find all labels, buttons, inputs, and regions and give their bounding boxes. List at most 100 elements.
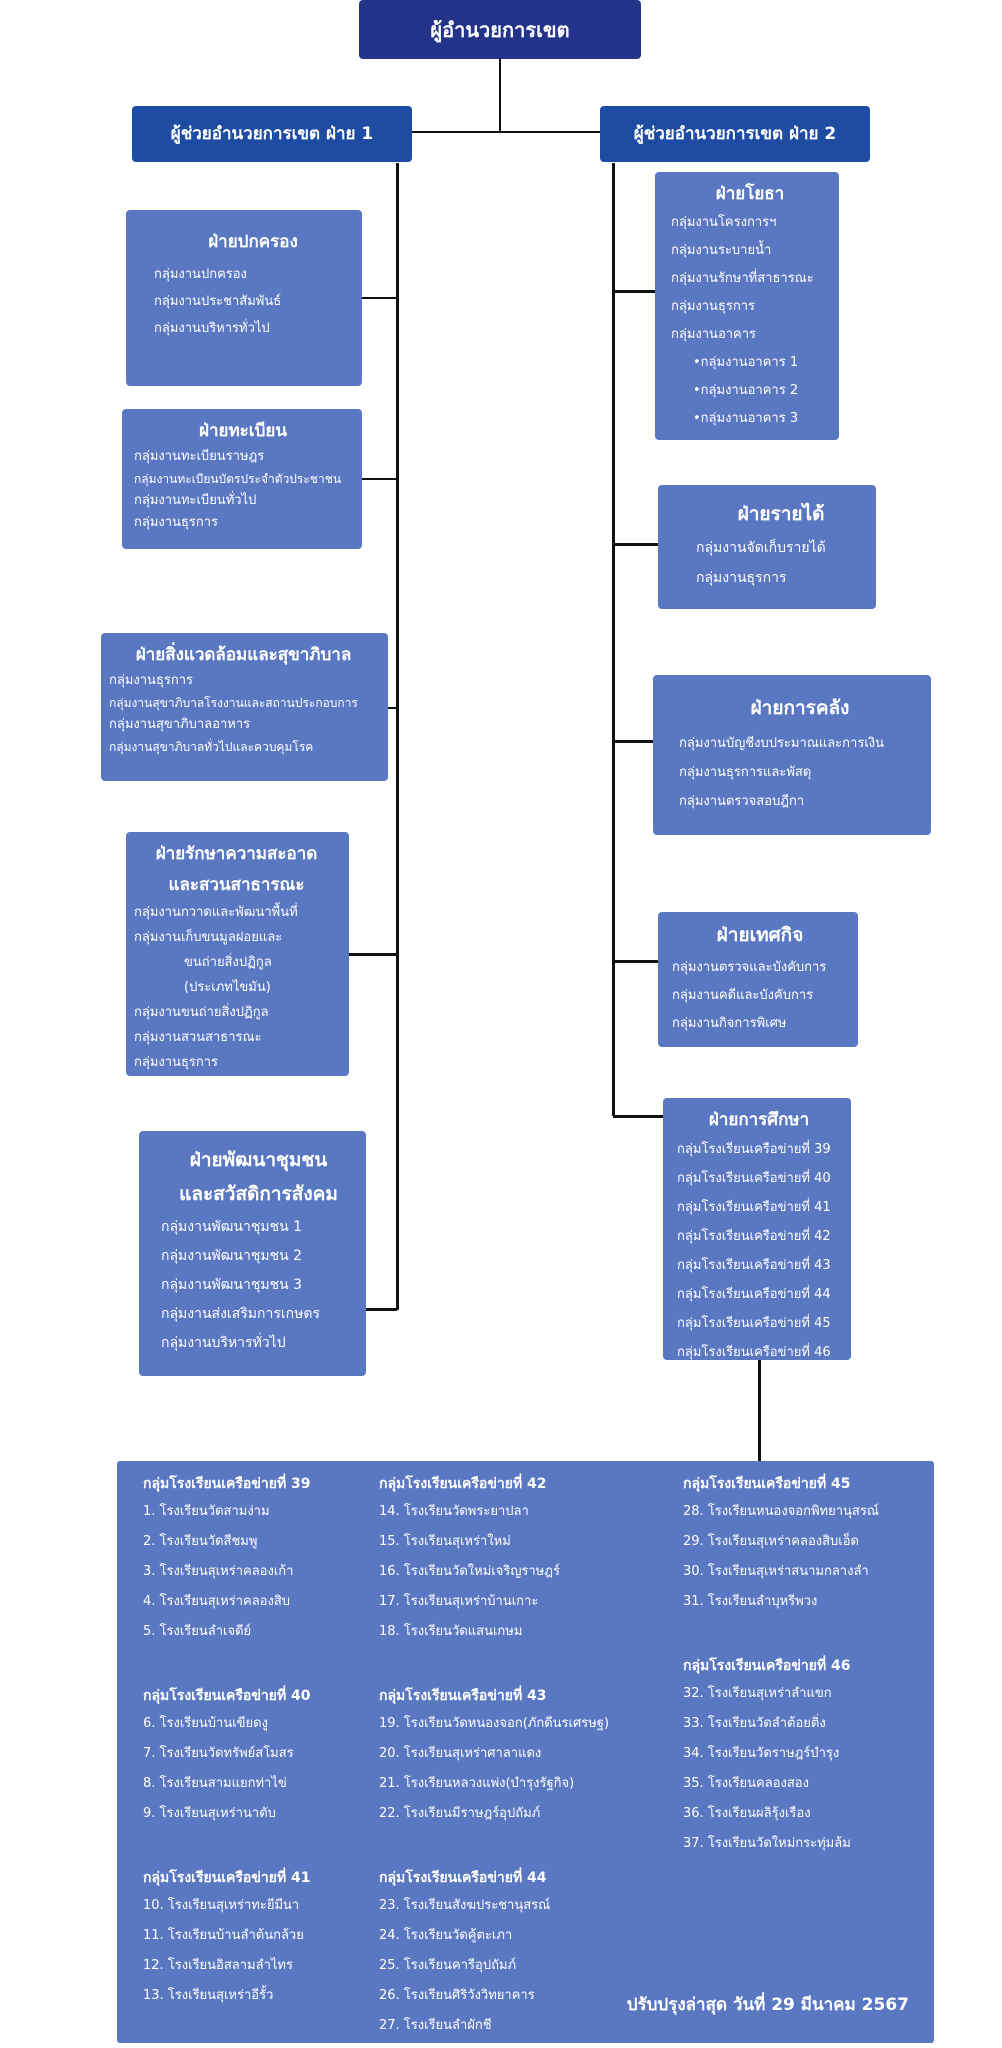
school-item: 3. โรงเรียนสุเหร่าคลองเก้า — [143, 1564, 294, 1579]
school-item: 34. โรงเรียนวัดราษฎร์บำรุง — [683, 1746, 840, 1761]
connector-right-3 — [613, 740, 653, 743]
connector-right-1 — [613, 290, 655, 293]
connector-right-spine — [612, 163, 615, 1116]
school-item: 26. โรงเรียนศิริวังวิทยาคาร — [379, 1988, 535, 2003]
school-item: 11. โรงเรียนบ้านลำต้นกล้วย — [143, 1928, 304, 1943]
school-item: 13. โรงเรียนสุเหร่าอีรั้ว — [143, 1988, 274, 2003]
school-item: 15. โรงเรียนสุเหร่าใหม่ — [379, 1534, 511, 1549]
division-item: กลุ่มงานธุรการ — [671, 299, 756, 314]
division-item: กลุ่มโรงเรียนเครือข่ายที่ 40 — [677, 1171, 831, 1186]
division-title: ฝ่ายการศึกษา — [708, 1110, 810, 1130]
division-item: กลุ่มงานจัดเก็บรายได้ — [696, 540, 826, 556]
division-item: กลุ่มงานธุรการ — [696, 570, 787, 586]
school-item: 22. โรงเรียนมีราษฎร์อุปถัมภ์ — [379, 1806, 541, 1821]
division-title: ฝ่ายรักษาความสะอาด — [155, 844, 318, 864]
school-group-title: กลุ่มโรงเรียนเครือข่ายที่ 46 — [683, 1658, 851, 1674]
division-item: กลุ่มงานปกครอง — [154, 267, 247, 282]
school-item: 36. โรงเรียนผลิรุ้งเรือง — [683, 1806, 811, 1821]
division-administration: ฝ่ายปกครอง กลุ่มงานปกครอง กลุ่มงานประชาส… — [126, 210, 362, 386]
connector-left-5 — [365, 1308, 397, 1311]
school-item: 19. โรงเรียนวัดหนองจอก(ภักดีนรเศรษฐ) — [379, 1716, 610, 1731]
school-group-title: กลุ่มโรงเรียนเครือข่ายที่ 41 — [143, 1870, 311, 1886]
division-item: •กลุ่มงานอาคาร 1 — [693, 355, 799, 370]
division-item: ขนถ่ายสิ่งปฏิกูล — [184, 955, 272, 970]
division-education: ฝ่ายการศึกษา กลุ่มโรงเรียนเครือข่ายที่ 3… — [663, 1098, 851, 1360]
director-box: ผู้อำนวยการเขต — [359, 0, 641, 59]
school-column-2: กลุ่มโรงเรียนเครือข่ายที่ 42 14. โรงเรีย… — [379, 1471, 609, 2041]
division-item: กลุ่มโรงเรียนเครือข่ายที่ 45 — [677, 1316, 831, 1331]
division-item: กลุ่มงานบริหารทั่วไป — [161, 1335, 286, 1351]
school-item: 17. โรงเรียนสุเหร่าบ้านเกาะ — [379, 1594, 539, 1609]
school-column-1: กลุ่มโรงเรียนเครือข่ายที่ 39 1. โรงเรียน… — [143, 1471, 311, 2011]
division-environment: ฝ่ายสิ่งแวดล้อมและสุขาภิบาล กลุ่มงานธุรก… — [101, 633, 388, 781]
connector-left-4 — [349, 953, 397, 956]
connector-right-5 — [613, 1115, 663, 1118]
division-title: ฝ่ายปกครอง — [208, 232, 298, 252]
division-item: กลุ่มโรงเรียนเครือข่ายที่ 42 — [677, 1229, 831, 1244]
division-item: กลุ่มงานสุขาภิบาลทั่วไปและควบคุมโรค — [109, 740, 314, 754]
division-item: กลุ่มงานเก็บขนมูลฝอยและ — [134, 930, 283, 945]
school-item: 4. โรงเรียนสุเหร่าคลองสิบ — [143, 1594, 291, 1609]
school-item: 31. โรงเรียนลำบุหรีพวง — [683, 1594, 818, 1609]
division-community: ฝ่ายพัฒนาชุมชน และสวัสดิการสังคม กลุ่มงา… — [139, 1131, 366, 1376]
connector-left-spine — [396, 163, 399, 1310]
school-item: 27. โรงเรียนลำผักชี — [379, 2018, 492, 2033]
assistant-1-box: ผู้ช่วยอำนวยการเขต ฝ่าย 1 — [132, 106, 412, 162]
division-item: กลุ่มงานทะเบียนราษฎร — [134, 449, 265, 464]
school-item: 10. โรงเรียนสุเหร่าทะยีมีนา — [143, 1898, 300, 1913]
division-city-law: ฝ่ายเทศกิจ กลุ่มงานตรวจและบังคับการ กลุ่… — [658, 912, 858, 1047]
division-item: กลุ่มงานตรวจและบังคับการ — [672, 960, 827, 975]
division-title: ฝ่ายการคลัง — [750, 697, 850, 719]
division-item: กลุ่มงานธุรการ — [134, 1055, 219, 1070]
division-item: กลุ่มงานพัฒนาชุมชน 1 — [161, 1219, 303, 1235]
division-item: •กลุ่มงานอาคาร 2 — [693, 383, 799, 398]
division-item: กลุ่มงานขนถ่ายสิ่งปฏิกูล — [134, 1005, 269, 1020]
division-item: กลุ่มงานธุรการและพัสดุ — [679, 765, 812, 780]
school-item: 21. โรงเรียนหลวงแพ่ง(บำรุงรัฐกิจ) — [379, 1776, 575, 1791]
division-item: กลุ่มงานโครงการฯ — [671, 215, 777, 230]
division-item: กลุ่มงานคดีและบังคับการ — [672, 988, 814, 1003]
division-item: กลุ่มงานรักษาที่สาธารณะ — [671, 271, 814, 286]
school-item: 2. โรงเรียนวัดสีชมพู — [143, 1534, 258, 1549]
division-title-line2: และสวัสดิการสังคม — [179, 1183, 338, 1205]
school-item: 37. โรงเรียนวัดใหม่กระทุ่มล้ม — [683, 1836, 851, 1851]
division-item: กลุ่มงานส่งเสริมการเกษตร — [161, 1306, 320, 1322]
division-item: กลุ่มโรงเรียนเครือข่ายที่ 41 — [677, 1200, 831, 1215]
division-item: กลุ่มงานทะเบียนบัตรประจำตัวประชาชน — [134, 472, 342, 486]
division-item: กลุ่มงานสวนสาธารณะ — [134, 1030, 262, 1045]
division-item: กลุ่มงานธุรการ — [134, 515, 219, 530]
assistant-2-box: ผู้ช่วยอำนวยการเขต ฝ่าย 2 — [600, 106, 870, 162]
division-title: ฝ่ายโยธา — [715, 184, 785, 204]
connector-right-2 — [613, 543, 658, 546]
school-item: 33. โรงเรียนวัดลำต้อยติ่ง — [683, 1716, 826, 1731]
division-item: กลุ่มโรงเรียนเครือข่ายที่ 46 — [677, 1345, 831, 1360]
division-finance: ฝ่ายการคลัง กลุ่มงานบัญชีงบประมาณและการเ… — [653, 675, 931, 835]
division-item: กลุ่มงานประชาสัมพันธ์ — [154, 294, 282, 309]
division-item: กลุ่มงานกิจการพิเศษ — [672, 1016, 787, 1031]
school-item: 1. โรงเรียนวัดสามง่าม — [143, 1504, 270, 1519]
school-item: 14. โรงเรียนวัดพระยาปลา — [379, 1504, 529, 1519]
division-item: กลุ่มงานบริหารทั่วไป — [154, 321, 270, 336]
school-network-panel: กลุ่มโรงเรียนเครือข่ายที่ 39 1. โรงเรียน… — [117, 1461, 934, 2043]
division-item: กลุ่มโรงเรียนเครือข่ายที่ 39 — [677, 1142, 831, 1157]
division-title: ฝ่ายพัฒนาชุมชน — [189, 1149, 328, 1171]
division-item: กลุ่มโรงเรียนเครือข่ายที่ 44 — [677, 1287, 831, 1302]
school-item: 8. โรงเรียนสามแยกท่าไข่ — [143, 1776, 287, 1791]
connector-right-4 — [613, 960, 658, 963]
school-item: 25. โรงเรียนคารีอุปถัมภ์ — [379, 1958, 517, 1973]
school-item: 12. โรงเรียนอิสลามลำไทร — [143, 1958, 293, 1973]
school-group-title: กลุ่มโรงเรียนเครือข่ายที่ 42 — [379, 1476, 547, 1492]
division-cleaning: ฝ่ายรักษาความสะอาด และสวนสาธารณะ กลุ่มงา… — [126, 832, 349, 1076]
division-public-works: ฝ่ายโยธา กลุ่มงานโครงการฯ กลุ่มงานระบายน… — [655, 172, 839, 440]
school-item: 32. โรงเรียนสุเหร่าลำแขก — [683, 1686, 832, 1701]
division-title: ฝ่ายทะเบียน — [199, 421, 287, 441]
last-updated-text: ปรับปรุงล่าสุด วันที่ 29 มีนาคม 2567 — [626, 1995, 909, 2015]
division-title-line2: และสวนสาธารณะ — [168, 875, 305, 895]
division-title: ฝ่ายรายได้ — [737, 503, 825, 525]
connector-assistants — [412, 131, 602, 133]
school-column-3: กลุ่มโรงเรียนเครือข่ายที่ 45 28. โรงเรีย… — [683, 1471, 879, 1859]
school-group-title: กลุ่มโรงเรียนเครือข่ายที่ 39 — [143, 1476, 311, 1492]
school-group-title: กลุ่มโรงเรียนเครือข่ายที่ 40 — [143, 1688, 311, 1704]
school-item: 30. โรงเรียนสุเหร่าสนามกลางลำ — [683, 1564, 869, 1579]
division-item: กลุ่มโรงเรียนเครือข่ายที่ 43 — [677, 1258, 831, 1273]
